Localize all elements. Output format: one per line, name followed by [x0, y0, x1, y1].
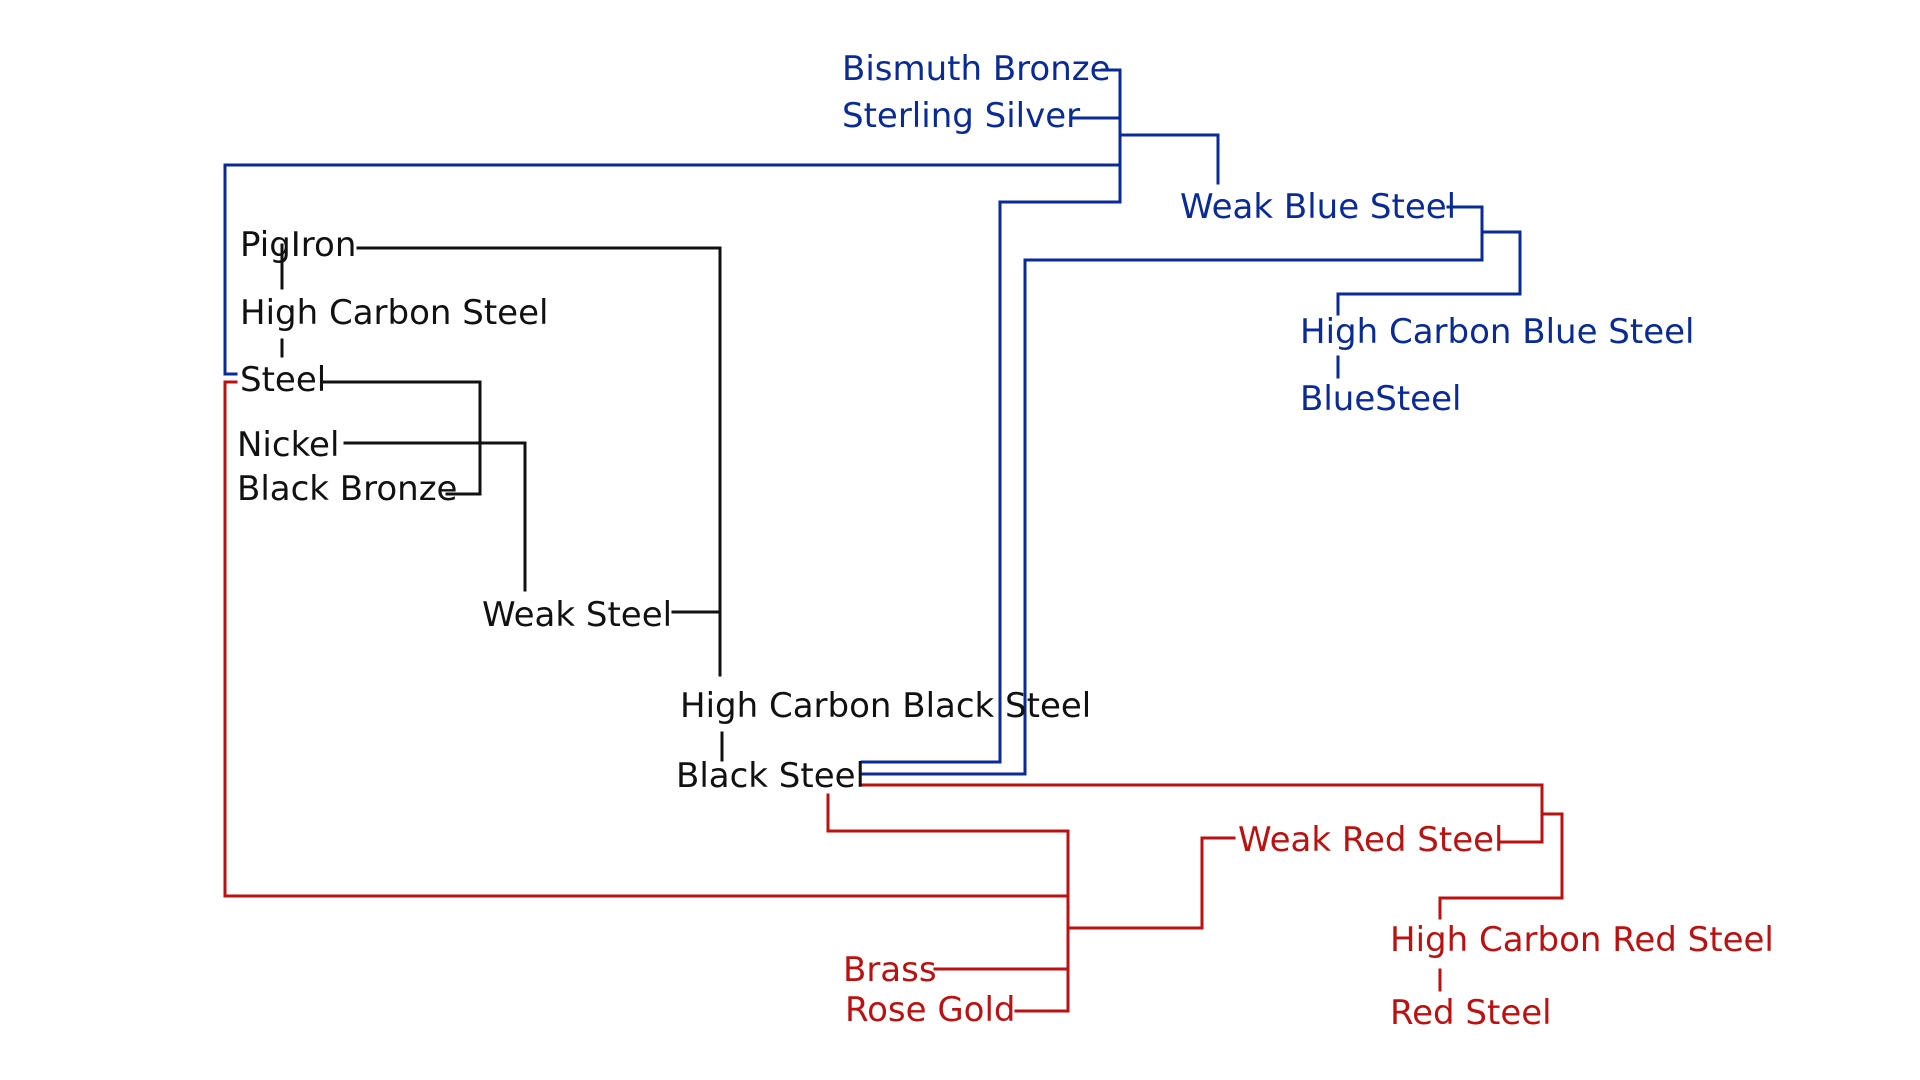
connector-weak-blue-steel-join — [860, 205, 1484, 776]
label-weak-steel: Weak Steel — [482, 595, 672, 635]
connector-steel-blackbronze-join — [320, 380, 482, 496]
label-weak-red-steel: Weak Red Steel — [1238, 820, 1503, 860]
label-high-carbon-blue-steel: High Carbon Blue Steel — [1300, 312, 1695, 352]
connector-weak-blue-to-hc-blue — [1336, 230, 1522, 316]
label-red-steel: Red Steel — [1390, 993, 1552, 1033]
connector-black-steel-to-bronzes — [860, 200, 1122, 764]
connector-pigiron-to-hc-black-steel — [356, 246, 722, 677]
label-high-carbon-red-steel: High Carbon Red Steel — [1390, 920, 1774, 960]
label-rose-gold: Rose Gold — [845, 990, 1016, 1030]
label-bismuth-bronze: Bismuth Bronze — [842, 49, 1111, 89]
label-steel: Steel — [240, 360, 326, 400]
blue-connectors — [223, 68, 1522, 776]
label-pigiron: PigIron — [240, 225, 356, 265]
label-nickel: Nickel — [237, 425, 339, 465]
label-weak-blue-steel: Weak Blue Steel — [1180, 187, 1456, 227]
label-high-carbon-steel: High Carbon Steel — [240, 293, 548, 333]
black-connectors — [280, 243, 724, 762]
red-connectors — [223, 380, 1564, 1013]
connector-bismuth-bronze — [1100, 68, 1122, 204]
label-black-bronze: Black Bronze — [237, 469, 457, 509]
connector-steel-to-bronzes — [223, 163, 1122, 376]
label-high-carbon-black-steel: High Carbon Black Steel — [680, 686, 1091, 726]
connector-to-weak-blue-steel — [1118, 133, 1220, 185]
connector-weak-red-to-hc-red — [1438, 812, 1564, 920]
connector-black-steel-to-brass-group — [826, 793, 1070, 1013]
label-bluesteel: BlueSteel — [1300, 379, 1461, 419]
label-brass: Brass — [843, 950, 937, 990]
connector-nickel-to-weak-steel — [343, 441, 527, 592]
label-black-steel: Black Steel — [676, 756, 865, 796]
connector-steel-to-brass-group — [223, 380, 1070, 898]
connector-brass-group-to-weak-red — [1066, 836, 1236, 930]
label-sterling-silver: Sterling Silver — [842, 96, 1080, 136]
